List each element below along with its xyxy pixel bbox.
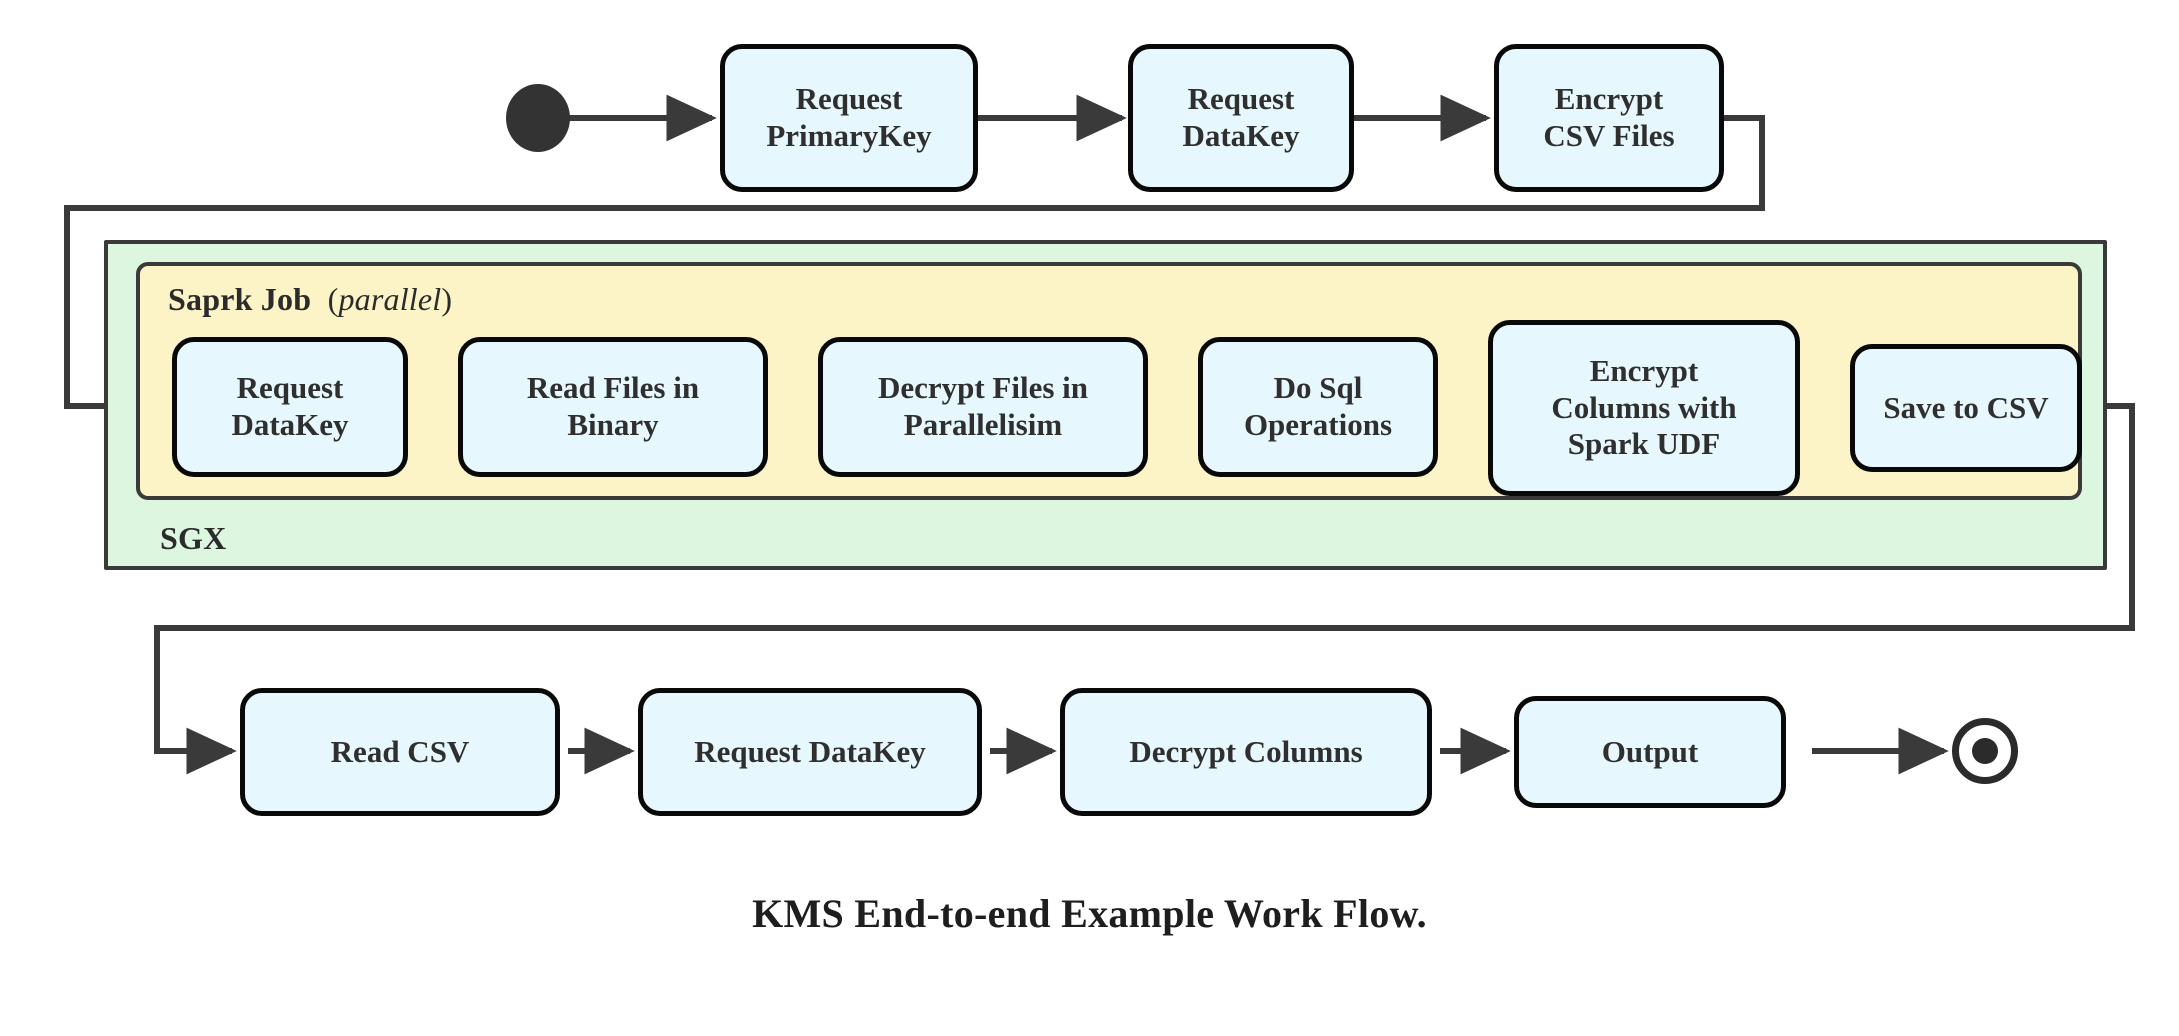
node-save-to-csv[interactable]: Save to CSV: [1850, 344, 2082, 472]
node-read-csv[interactable]: Read CSV: [240, 688, 560, 816]
container-sgx-label: SGX: [160, 520, 227, 556]
node-label: Save to CSV: [1883, 389, 2049, 425]
end-node: [1952, 718, 2018, 784]
end-node-inner-dot: [1972, 738, 1998, 764]
figure-caption: KMS End-to-end Example Work Flow.: [752, 891, 1427, 936]
node-request-datakey-bottom[interactable]: Request DataKey: [638, 688, 982, 816]
node-label: Read CSV: [330, 733, 470, 769]
spark-label-bold: Saprk Job: [168, 281, 312, 317]
container-spark-job-label: Saprk Job (parallel): [168, 281, 452, 318]
spark-label-paren-close: ): [441, 281, 453, 317]
spark-label-italic: parallel: [338, 281, 442, 317]
spark-label-paren-open: (: [327, 281, 339, 317]
node-label: Output: [1601, 733, 1699, 769]
node-label: Request DataKey: [694, 733, 926, 769]
node-output[interactable]: Output: [1514, 696, 1786, 808]
node-decrypt-columns[interactable]: Decrypt Columns: [1060, 688, 1432, 816]
start-node: [506, 84, 570, 152]
node-label: Decrypt Columns: [1129, 733, 1363, 769]
